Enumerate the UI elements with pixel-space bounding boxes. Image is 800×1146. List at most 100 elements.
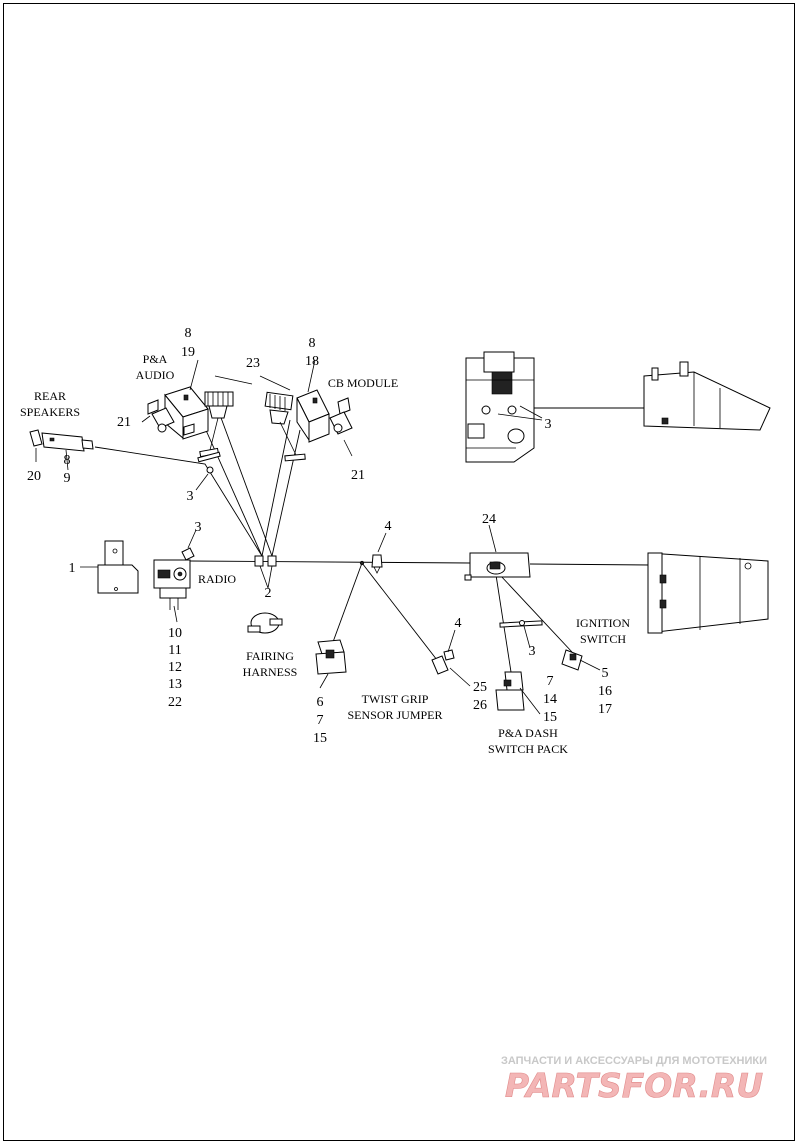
callout-6: 6 — [317, 695, 324, 710]
callout-8-audio: 8 — [185, 326, 192, 341]
callout-21-right: 21 — [351, 468, 365, 483]
leader-7-14 — [519, 687, 541, 715]
leader-4-tg — [447, 629, 456, 653]
callout-12: 12 — [168, 660, 182, 675]
cable-clip-3-dash — [499, 620, 543, 628]
callout-26: 26 — [473, 698, 487, 713]
leader-18 — [307, 359, 316, 393]
callout-3-spk: 3 — [187, 489, 194, 504]
callout-15-b: 15 — [543, 710, 557, 725]
caption-twist-grip-1: TWIST GRIP — [362, 692, 429, 706]
callout-14: 14 — [543, 692, 557, 707]
leader-3-spk — [195, 473, 209, 491]
watermark-subtitle: ЗАПЧАСТИ И АКСЕССУАРЫ ДЛЯ МОТОТЕХНИКИ — [501, 1055, 767, 1067]
leader-19 — [189, 359, 199, 391]
caption-pa-dash-1: P&A DASH — [498, 726, 558, 740]
leader-3-bracket — [497, 405, 543, 421]
caption-rear-speakers-2: SPEAKERS — [20, 405, 80, 419]
watermark-logo: PARTSFOR.RU — [505, 1066, 763, 1105]
watermark: ЗАПЧАСТИ И АКСЕССУАРЫ ДЛЯ МОТОТЕХНИКИ PA… — [501, 1055, 767, 1105]
frame-bracket-lower — [647, 552, 769, 634]
caption-ignition-1: IGNITION — [576, 616, 630, 630]
callout-4-tg: 4 — [455, 616, 462, 631]
callout-8-spk: 8 — [64, 453, 71, 468]
leader-24 — [488, 524, 497, 553]
dash-switch-connector — [495, 671, 525, 711]
pa-audio-module — [164, 386, 209, 440]
leader-25 — [449, 667, 471, 687]
ignition-wire — [499, 574, 573, 653]
fairing-branch-wire — [332, 562, 363, 643]
page-border — [3, 3, 795, 1141]
twist-grip-wire — [361, 562, 438, 661]
cb-module-wire — [271, 429, 301, 557]
twist-grip-connector — [431, 649, 455, 675]
caption-pa-audio-2: AUDIO — [136, 368, 175, 382]
mounting-bracket-upper — [465, 351, 535, 463]
part-1-cover — [97, 540, 139, 594]
bracket-24 — [464, 552, 531, 581]
connector-21-right — [329, 397, 353, 435]
frame-bracket-upper — [643, 361, 771, 431]
callout-numbers: 8 19 23 8 18 21 21 20 8 9 3 3 3 1 2 4 24… — [27, 326, 612, 746]
callout-18: 18 — [305, 354, 319, 369]
callout-leaders — [35, 359, 601, 715]
callout-21-left: 21 — [117, 415, 131, 430]
callout-3-dash: 3 — [529, 644, 536, 659]
callout-23: 23 — [246, 356, 260, 371]
callout-10: 10 — [168, 626, 182, 641]
caption-radio: RADIO — [198, 572, 236, 586]
callout-15-a: 15 — [313, 731, 327, 746]
round-connector-23-right — [264, 391, 306, 462]
connector-21-left — [147, 399, 175, 433]
callout-4-mid: 4 — [385, 519, 392, 534]
callout-19: 19 — [181, 345, 195, 360]
leader-5 — [579, 659, 601, 671]
leader-8-spk — [65, 449, 69, 471]
callout-22: 22 — [168, 695, 182, 710]
fairing-harness-clamp — [247, 612, 283, 634]
cb-module-wire-2 — [261, 419, 291, 557]
callout-13: 13 — [168, 677, 182, 692]
main-harness-wire — [189, 560, 471, 564]
callout-1: 1 — [69, 561, 76, 576]
pa-audio-wire — [204, 427, 263, 557]
callout-20: 20 — [27, 469, 41, 484]
caption-twist-grip-2: SENSOR JUMPER — [347, 708, 442, 722]
round-connector-23-left — [199, 391, 234, 458]
leader-21-left — [141, 415, 151, 423]
rear-speaker-wire — [94, 446, 263, 557]
leader-4-mid — [377, 532, 387, 553]
callout-24: 24 — [482, 512, 496, 527]
harness-clip-4-mid — [359, 554, 383, 574]
caption-cb-module: CB MODULE — [328, 376, 398, 390]
callout-7-b: 7 — [547, 674, 554, 689]
cb-module — [296, 389, 330, 443]
main-harness-wire-right — [529, 563, 651, 566]
leader-21-right — [343, 439, 353, 457]
callout-25: 25 — [473, 680, 487, 695]
callout-16: 16 — [598, 684, 612, 699]
caption-fairing-harness-1: FAIRING — [246, 649, 294, 663]
leader-2 — [259, 565, 273, 589]
caption-fairing-harness-2: HARNESS — [243, 665, 298, 679]
callout-11: 11 — [168, 643, 181, 658]
leader-10 — [173, 605, 178, 623]
harness-clips-2 — [254, 555, 277, 567]
rear-speaker-connector — [29, 429, 94, 452]
callout-8-cb: 8 — [309, 336, 316, 351]
callout-2: 2 — [265, 586, 272, 601]
leader-23 — [214, 375, 291, 391]
cable-clip-3 — [197, 451, 221, 474]
captions: P&A AUDIO REAR SPEAKERS CB MODULE RADIO … — [20, 352, 630, 756]
connector-6-7-15 — [315, 639, 347, 675]
callout-3-bracket: 3 — [545, 417, 552, 432]
callout-7-a: 7 — [317, 713, 324, 728]
leader-3-dash — [523, 625, 531, 649]
callout-5: 5 — [602, 666, 609, 681]
caption-rear-speakers-1: REAR — [34, 389, 66, 403]
callout-17: 17 — [598, 702, 612, 717]
leader-6 — [319, 673, 329, 689]
leader-3-radio — [187, 529, 197, 549]
